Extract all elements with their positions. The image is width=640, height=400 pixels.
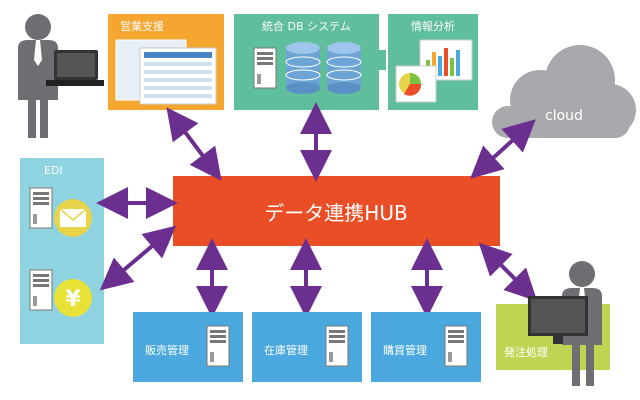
arrow-cloud-hub [470,119,536,179]
arrow-sales-hub [166,107,222,181]
sales-support-label: 営業支援 [120,19,164,33]
order-processing-label: 発注処理 [504,345,548,359]
module-label: 購買管理 [383,343,427,357]
module-inventory-management: 在庫管理 [252,312,362,382]
module-label: 在庫管理 [264,343,308,357]
cloud-label: cloud [545,108,583,124]
laptop-icon [46,50,104,86]
analysis-label: 情報分析 [411,19,455,33]
hub-label: データ連携HUB [264,201,407,225]
arrow-edi-yen-hub [99,225,177,291]
module-sales-management: 販売管理 [133,312,243,382]
database-icon [285,42,321,94]
server-icon [325,325,349,367]
server-icon [444,325,468,367]
database-icon [326,42,362,94]
server-icon [253,47,277,89]
data-hub: データ連携HUB [173,176,500,246]
server-icon [29,269,53,311]
mail-icon [54,199,92,237]
arrow-hub-order [478,242,538,302]
edi-panel: EDI ¥ [20,158,104,344]
connection-arrows [96,102,538,318]
person-icon [18,14,58,138]
server-icon [29,187,53,229]
integrated-db-panel: 統合 DB システム 情報分析 [234,14,478,110]
module-purchase-management: 購買管理 [371,312,481,382]
integrated-db-label: 統合 DB システム [262,19,351,33]
edi-label: EDI [44,164,63,177]
cloud-icon: cloud [492,45,636,138]
yen-symbol: ¥ [65,287,81,312]
server-icon [206,325,230,367]
module-label: 販売管理 [145,343,189,357]
chart-icon [395,39,473,103]
monitor-icon [528,296,588,344]
yen-coin-icon: ¥ [54,279,92,317]
sales-support-panel: 営業支援 [108,14,224,110]
